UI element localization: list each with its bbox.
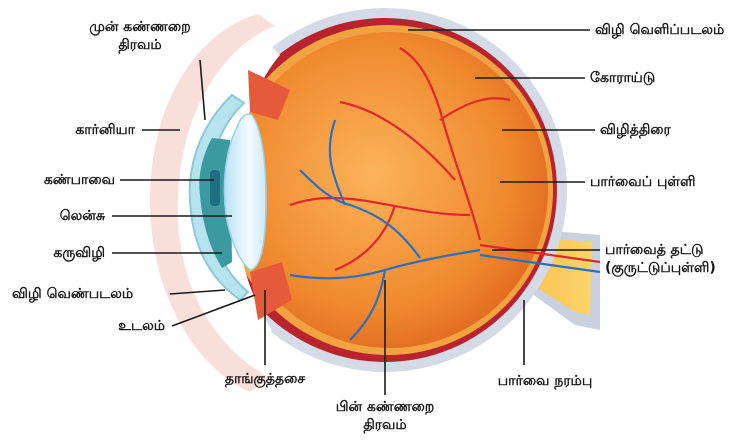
label-optic-nerve: பார்வை நரம்பு [470,372,620,390]
label-cornea: கார்னியா [20,121,135,139]
label-choroid: கோராய்டு [590,69,655,87]
label-conjunctiva: விழி வெண்படலம் [12,285,133,303]
label-vitreous: பின் கண்ணறை திரவம் [300,398,470,434]
label-sclera: விழி வெளிப்படலம் [595,21,724,39]
label-pupil: கண்பாவை [10,171,115,189]
label-anterior-chamber: முன் கண்ணறை திரவம் [55,18,225,54]
label-optic-disc: பார்வைத் தட்டு (குருட்டுப்புள்ளி) [605,241,716,277]
label-iris: கருவிழி [10,244,105,262]
label-ciliary-muscle: தாங்குத்தசை [175,370,355,388]
pupil-shape [210,170,220,206]
label-retina: விழித்திரை [600,121,671,139]
label-fovea: பார்வைப் புள்ளி [590,173,696,191]
label-ciliary-body: உடலம் [60,317,165,335]
label-lens: லென்சு [10,207,105,225]
